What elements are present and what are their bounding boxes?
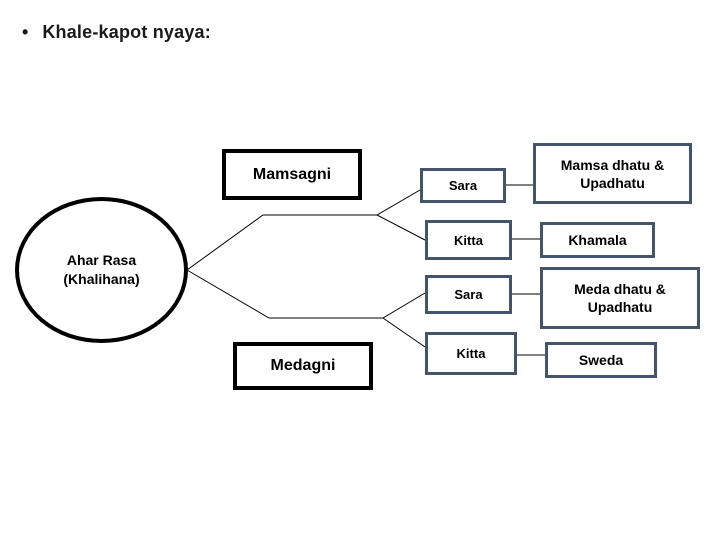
box-sara-lower: Sara (425, 275, 512, 314)
box-kitta-lower: Kitta (425, 332, 517, 375)
box-medagni: Medagni (233, 342, 373, 390)
bullet-icon: • (22, 22, 29, 42)
box-kitta-upper: Kitta (425, 220, 512, 260)
connector-branch-to-kitta-upper (376, 214, 426, 241)
ellipse-ahar-rasa-label: Ahar Rasa (Khalihana) (63, 252, 140, 287)
box-khamala-label: Khamala (568, 232, 627, 248)
box-kitta-lower-label: Kitta (456, 346, 486, 361)
box-mamsagni-label: Mamsagni (252, 165, 332, 183)
box-sara-lower-label: Sara (454, 287, 483, 302)
box-mamsa-dhatu-upadhatu: Mamsa dhatu & Upadhatu (533, 143, 692, 204)
connector-ellipse-to-sara-lower (186, 269, 426, 319)
slide-title-row: • Khale-kapot nyaya: (22, 20, 211, 44)
page-title: Khale-kapot nyaya: (42, 22, 211, 42)
box-khamala: Khamala (540, 222, 655, 258)
box-kitta-upper-label: Kitta (454, 232, 483, 248)
box-medagni-label: Medagni (270, 357, 336, 374)
box-sara-upper: Sara (420, 168, 506, 203)
box-sweda: Sweda (545, 342, 657, 378)
connector-ellipse-to-sara-upper (186, 189, 421, 271)
box-sweda-label: Sweda (578, 352, 624, 368)
box-meda-dhatu-upadhatu-label: Meda dhatu & Upadhatu (574, 281, 666, 315)
box-mamsa-dhatu-upadhatu-label: Mamsa dhatu & Upadhatu (560, 156, 665, 191)
box-meda-dhatu-upadhatu: Meda dhatu & Upadhatu (540, 267, 700, 329)
ellipse-ahar-rasa: Ahar Rasa (Khalihana) (15, 197, 188, 343)
connector-branch-to-kitta-lower (382, 317, 426, 348)
box-sara-upper-label: Sara (448, 178, 478, 193)
box-mamsagni: Mamsagni (222, 149, 362, 200)
